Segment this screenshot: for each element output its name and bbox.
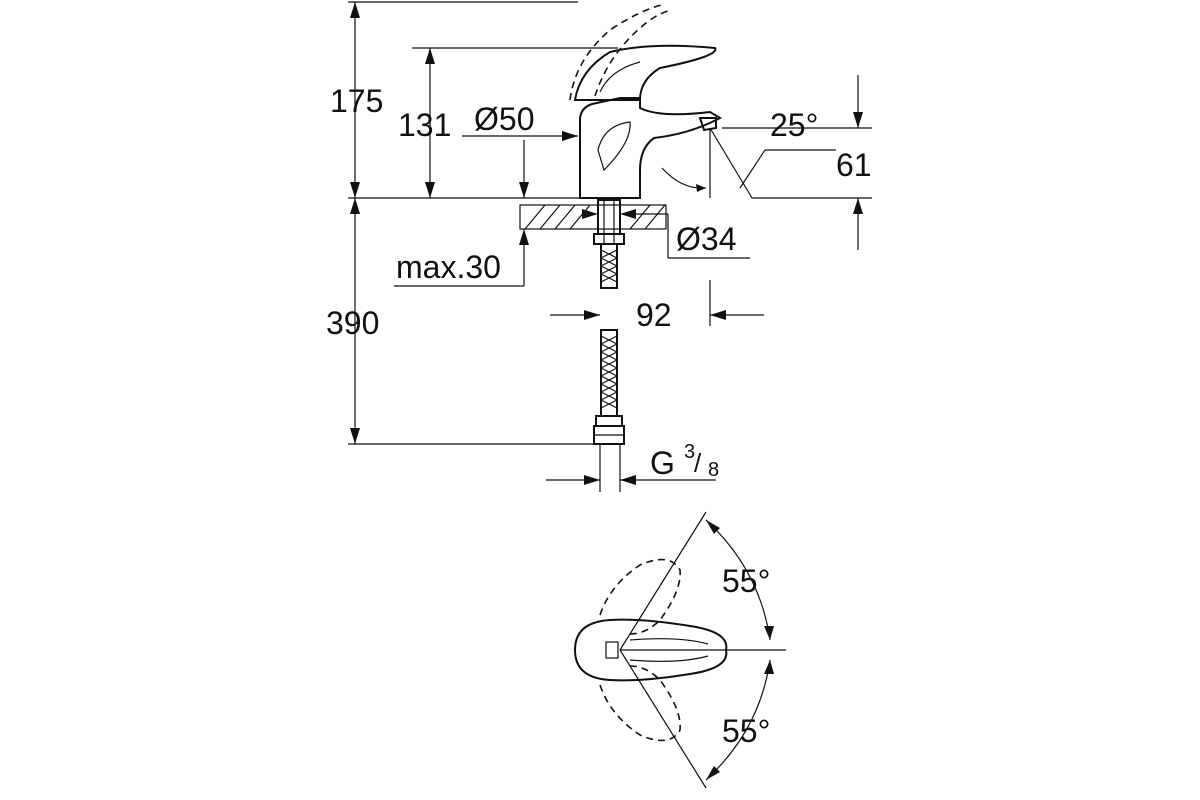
handle-raised-outline <box>569 3 666 101</box>
handle-contour <box>599 61 641 93</box>
dim-angle-label: 25° <box>770 107 818 143</box>
top-view-arc-upper-arrow-2 <box>764 626 774 640</box>
angle-leader <box>739 149 766 189</box>
dim-92 <box>550 280 764 326</box>
top-view-arc-upper <box>705 519 771 641</box>
dim-dia34 <box>582 209 750 259</box>
dim-61 <box>722 75 872 250</box>
top-view-angle-upper-label: 55° <box>722 563 770 599</box>
dim-175 <box>348 1 578 198</box>
flexible-hose-lower <box>600 329 618 417</box>
top-view-angle-lower-label: 55° <box>722 713 770 749</box>
angle-arc-arrow <box>696 184 706 192</box>
dim-dia50-label: Ø50 <box>474 101 534 137</box>
top-view-angle-line-upper <box>619 511 707 651</box>
dim-390-label: 390 <box>326 305 379 341</box>
countertop-section <box>519 204 667 230</box>
dim-131 <box>412 47 618 198</box>
dim-61-label: 61 <box>836 147 872 183</box>
faucet-body <box>579 97 723 199</box>
dim-dia50 <box>462 131 578 198</box>
dim-g38-denominator: 8 <box>708 459 719 481</box>
hose-connector-nut <box>593 415 625 492</box>
top-view-arc-lower-arrow-2 <box>706 766 720 780</box>
top-view-handle-upper-dashed <box>599 558 681 635</box>
flexible-hose-upper <box>600 243 618 289</box>
dim-g38-numerator: 3 <box>684 441 695 463</box>
top-view-handle-line-1 <box>629 638 709 645</box>
lever-handle <box>573 44 717 101</box>
dim-92-label: 92 <box>636 297 672 333</box>
handle-raised-inner <box>594 9 673 97</box>
top-view-angle-line-lower <box>619 649 707 789</box>
dim-dia34-label: Ø34 <box>676 221 736 257</box>
top-view-handle-lower-dashed <box>599 665 681 742</box>
spout-angle-line <box>709 127 753 199</box>
dim-max30 <box>394 229 529 287</box>
angle-arc <box>661 167 707 189</box>
dim-g38-letter: G <box>650 445 675 481</box>
dim-131-label: 131 <box>398 107 451 143</box>
dim-max30-label: max.30 <box>396 249 501 285</box>
mounting-stud <box>593 199 625 245</box>
top-view-handle-line-2 <box>629 655 709 662</box>
top-view-arc-upper-arrow-1 <box>706 520 720 534</box>
dim-g38-slash: / <box>694 448 702 478</box>
top-view-indicator <box>605 641 619 659</box>
top-view-arc-lower <box>705 659 771 781</box>
dim-390 <box>348 198 594 445</box>
aerator <box>698 117 717 132</box>
dim-g38 <box>546 475 716 485</box>
top-view-arc-lower-arrow-1 <box>764 660 774 674</box>
dim-175-label: 175 <box>330 83 383 119</box>
